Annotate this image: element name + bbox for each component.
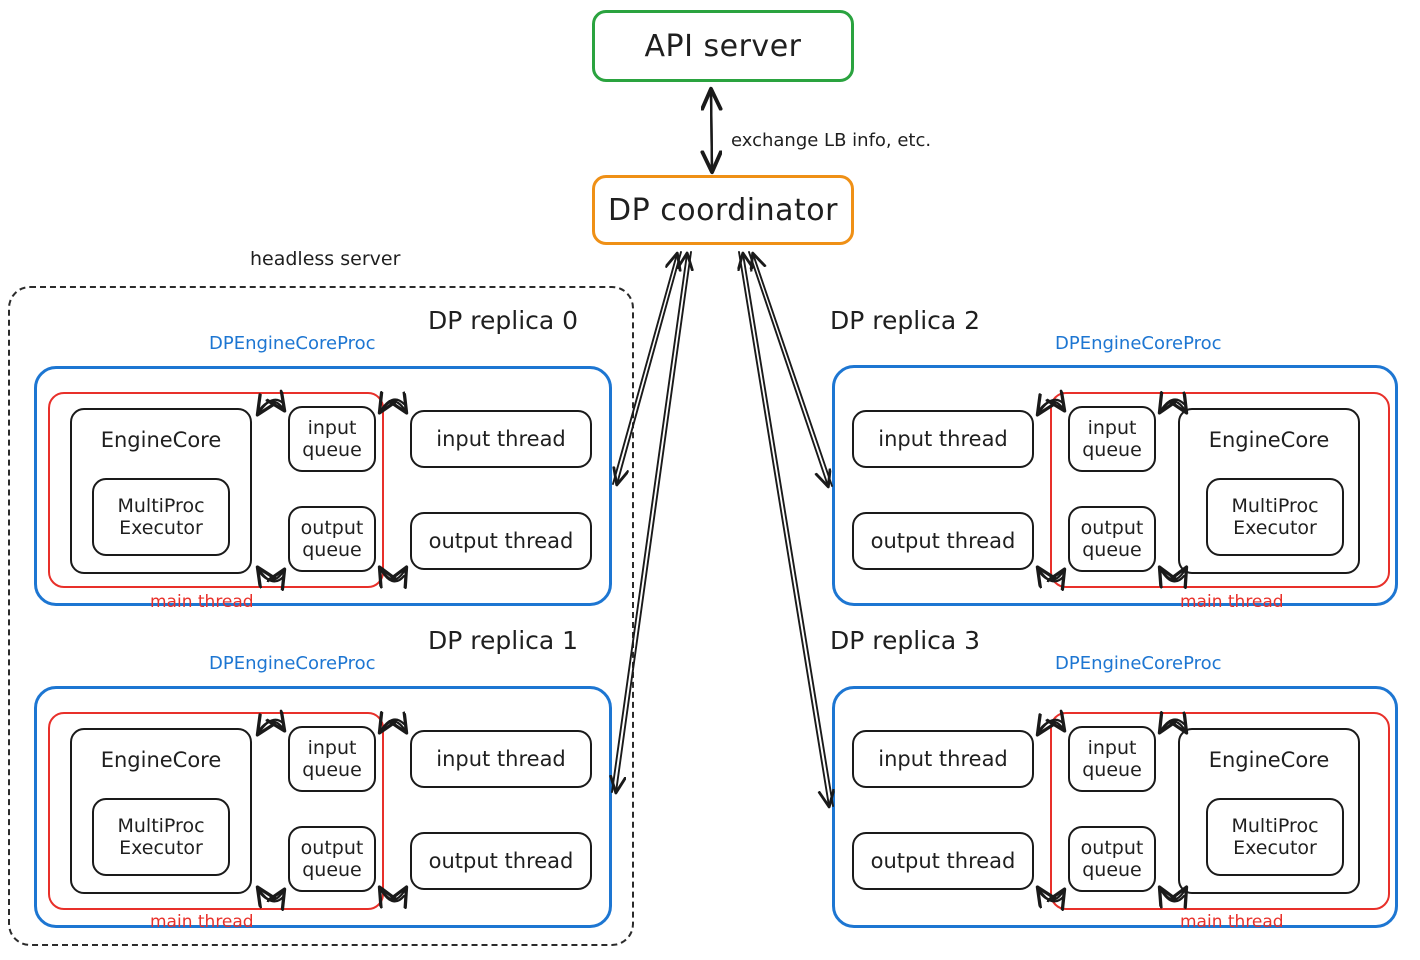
replica-3-input-thread-label: input thread <box>878 747 1008 771</box>
replica-3-output-thread-label: output thread <box>870 849 1016 873</box>
replica-3-multiproc-executor[interactable]: MultiProc Executor <box>1206 798 1344 876</box>
replica-0-input-thread-label: input thread <box>436 427 566 451</box>
replica-1-output-thread-label: output thread <box>428 849 574 873</box>
exchange-note: exchange LB info, etc. <box>731 130 932 151</box>
replica-1-output-queue[interactable]: output queue <box>288 826 376 892</box>
replica-3-main-thread-label: main thread <box>1180 912 1284 932</box>
replica-2-input-thread[interactable]: input thread <box>852 410 1034 468</box>
replica-3-executor-line1: MultiProc <box>1231 814 1319 837</box>
replica-2-executor-line1: MultiProc <box>1231 494 1319 517</box>
replica-3-executor-line2: Executor <box>1233 837 1317 859</box>
replica-0-output-thread-label: output thread <box>428 529 574 553</box>
replica-2-title: DP replica 2 <box>830 306 981 335</box>
api-server-node[interactable]: API server <box>592 10 854 82</box>
replica-0-proc-label: DPEngineCoreProc <box>209 333 376 354</box>
replica-3-engine-core[interactable]: EngineCore <box>1178 728 1360 894</box>
replica-0-output-queue-line1: output <box>300 516 364 539</box>
replica-2-input-queue-line2: queue <box>1082 439 1142 461</box>
replica-0-executor-line1: MultiProc <box>117 494 205 517</box>
replica-0-multiproc-executor[interactable]: MultiProc Executor <box>92 478 230 556</box>
replica-3-output-queue[interactable]: output queue <box>1068 826 1156 892</box>
replica-0-engine-core-label: EngineCore <box>100 428 222 452</box>
arrow-api-to-coordinator <box>711 90 712 171</box>
replica-1-main-thread-box[interactable] <box>48 712 384 910</box>
headless-server-label: headless server <box>250 248 401 270</box>
replica-3-output-thread[interactable]: output thread <box>852 832 1034 890</box>
replica-1-output-thread[interactable]: output thread <box>410 832 592 890</box>
replica-2-executor-line2: Executor <box>1233 517 1317 539</box>
replica-2-output-queue-line2: queue <box>1082 539 1142 561</box>
replica-2-input-queue-line1: input <box>1087 416 1137 439</box>
replica-2-input-thread-label: input thread <box>878 427 1008 451</box>
arrow-coordinator-replica-2 <box>748 251 833 486</box>
dp-coordinator-label: DP coordinator <box>608 192 838 228</box>
arrow-coordinator-replica-3 <box>739 251 833 806</box>
replica-2-input-queue[interactable]: input queue <box>1068 406 1156 472</box>
replica-2-engine-core[interactable]: EngineCore <box>1178 408 1360 574</box>
replica-3-title: DP replica 3 <box>830 626 981 655</box>
replica-2-output-queue[interactable]: output queue <box>1068 506 1156 572</box>
replica-1-input-thread[interactable]: input thread <box>410 730 592 788</box>
replica-1-executor-line2: Executor <box>119 837 203 859</box>
replica-1-multiproc-executor[interactable]: MultiProc Executor <box>92 798 230 876</box>
replica-2-output-thread-label: output thread <box>870 529 1016 553</box>
replica-0-output-queue-line2: queue <box>302 539 362 561</box>
dp-coordinator-node[interactable]: DP coordinator <box>592 175 854 245</box>
replica-1-main-thread-label: main thread <box>150 912 254 932</box>
replica-2-engine-core-label: EngineCore <box>1208 428 1330 452</box>
replica-2-multiproc-executor[interactable]: MultiProc Executor <box>1206 478 1344 556</box>
replica-0-proc-box[interactable] <box>34 366 612 606</box>
replica-2-main-thread-box[interactable] <box>1050 392 1390 588</box>
replica-0-input-thread[interactable]: input thread <box>410 410 592 468</box>
replica-2-main-thread-label: main thread <box>1180 592 1284 612</box>
replica-3-input-queue[interactable]: input queue <box>1068 726 1156 792</box>
replica-2-proc-label: DPEngineCoreProc <box>1055 333 1222 354</box>
replica-3-input-thread[interactable]: input thread <box>852 730 1034 788</box>
replica-1-proc-label: DPEngineCoreProc <box>209 653 376 674</box>
replica-1-input-queue-line2: queue <box>302 759 362 781</box>
replica-1-proc-box[interactable] <box>34 686 612 928</box>
replica-3-engine-core-label: EngineCore <box>1208 748 1330 772</box>
replica-1-output-queue-line1: output <box>300 836 364 859</box>
replica-1-output-queue-line2: queue <box>302 859 362 881</box>
replica-1-title: DP replica 1 <box>428 626 579 655</box>
replica-3-input-queue-line1: input <box>1087 736 1137 759</box>
replica-0-engine-core[interactable]: EngineCore <box>70 408 252 574</box>
replica-1-executor-line1: MultiProc <box>117 814 205 837</box>
replica-3-output-queue-line1: output <box>1080 836 1144 859</box>
replica-2-output-queue-line1: output <box>1080 516 1144 539</box>
replica-3-proc-label: DPEngineCoreProc <box>1055 653 1222 674</box>
api-server-label: API server <box>644 28 802 64</box>
replica-0-output-queue[interactable]: output queue <box>288 506 376 572</box>
replica-1-engine-core-label: EngineCore <box>100 748 222 772</box>
replica-0-main-thread-box[interactable] <box>48 392 384 588</box>
replica-1-input-queue-line1: input <box>307 736 357 759</box>
replica-3-input-queue-line2: queue <box>1082 759 1142 781</box>
replica-0-output-thread[interactable]: output thread <box>410 512 592 570</box>
replica-1-input-thread-label: input thread <box>436 747 566 771</box>
replica-0-main-thread-label: main thread <box>150 592 254 612</box>
replica-0-input-queue[interactable]: input queue <box>288 406 376 472</box>
replica-3-output-queue-line2: queue <box>1082 859 1142 881</box>
replica-2-output-thread[interactable]: output thread <box>852 512 1034 570</box>
replica-0-executor-line2: Executor <box>119 517 203 539</box>
replica-1-input-queue[interactable]: input queue <box>288 726 376 792</box>
replica-0-input-queue-line2: queue <box>302 439 362 461</box>
replica-1-engine-core[interactable]: EngineCore <box>70 728 252 894</box>
replica-0-title: DP replica 0 <box>428 306 579 335</box>
replica-3-main-thread-box[interactable] <box>1050 712 1390 910</box>
replica-0-input-queue-line1: input <box>307 416 357 439</box>
